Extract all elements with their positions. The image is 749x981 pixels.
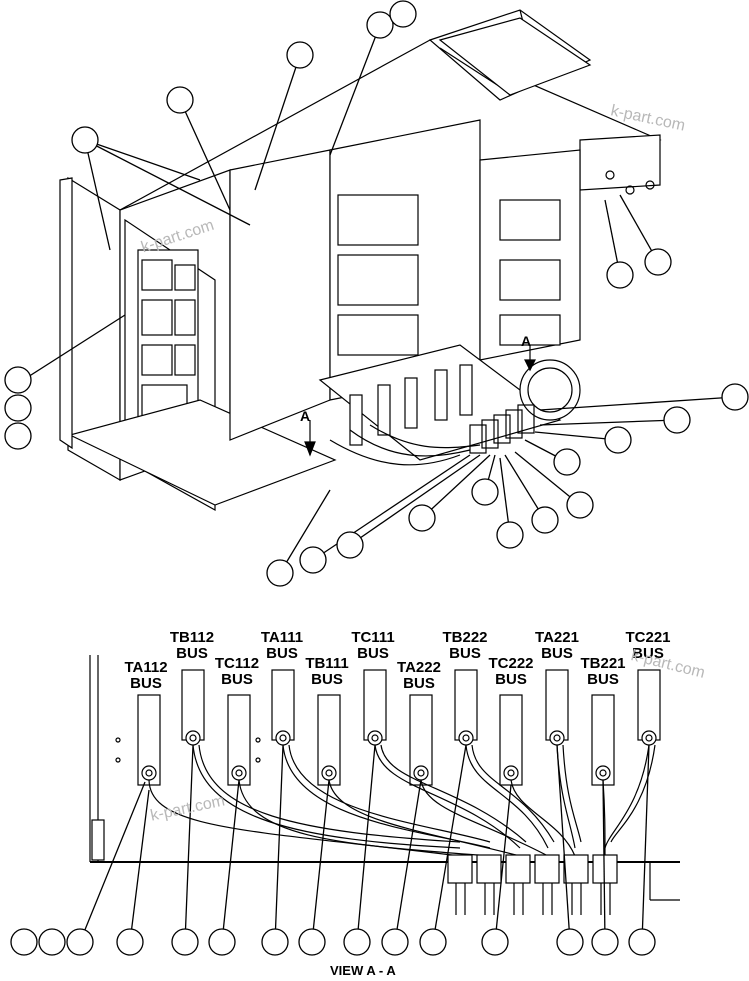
callouts-lower: [10, 744, 656, 956]
view-a-a-drawing: [89, 655, 680, 915]
section-marker-a-left: A: [300, 408, 311, 424]
section-marker-a-right: A: [521, 333, 532, 349]
cables: [148, 744, 656, 857]
cabinet-assembly: [59, 9, 662, 512]
bus-bars: [137, 669, 661, 786]
view-title: VIEW A - A: [330, 963, 396, 978]
callouts-upper: [4, 0, 749, 587]
cable-glands: [447, 854, 618, 915]
